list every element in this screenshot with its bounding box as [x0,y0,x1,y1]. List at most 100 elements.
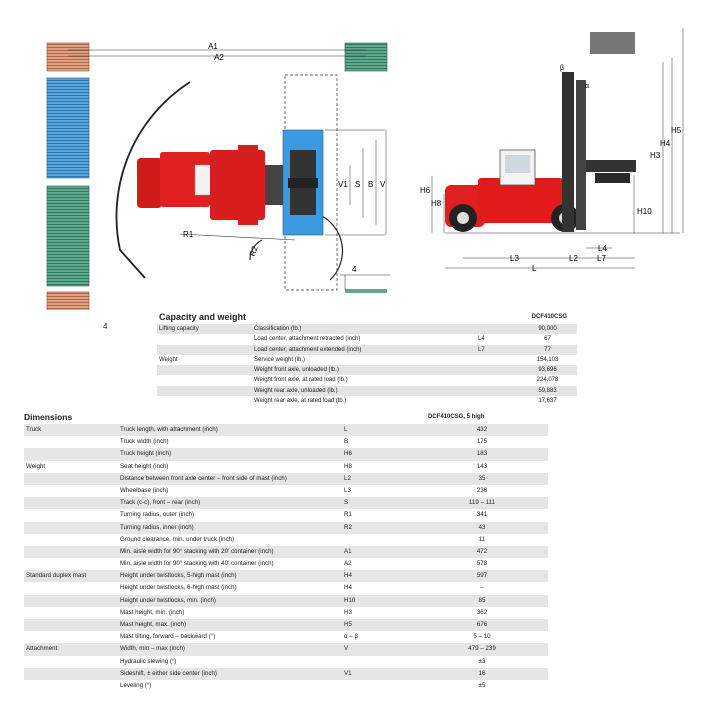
table-cell: 362 [476,608,488,616]
table-cell [24,534,120,546]
capacity-table: Capacity and weight DCF410CSG Lifting ca… [157,312,577,406]
table-cell: Weight [26,462,46,470]
label-b: B [368,180,373,189]
label-h10: H10 [637,207,652,216]
table-cell: 154,103 [536,356,559,363]
table-cell: Weight front axle, unloaded (lb.) [254,367,339,374]
table-cell: A1 [344,547,352,555]
table-cell-spacer [530,497,548,509]
table-cell: Mast height, min. (inch) [120,608,185,616]
table-cell-spacer [530,546,548,558]
table-cell: Mast height, max. (inch) [120,621,187,628]
table-cell: H4 [344,584,352,592]
table-cell [24,509,120,521]
table-cell: 143 [476,462,488,470]
table-cell: Attachment [26,645,58,653]
table-cell [24,582,120,594]
table-cell: V [344,645,349,653]
label-l: L [532,264,537,273]
label-r2: R2 [248,244,260,257]
container-bottom [345,289,387,293]
table-cell: 341 [476,511,488,519]
table-cell [478,386,518,396]
table-cell: V1 [344,669,352,677]
truck-side-view [445,32,636,232]
label-a1: A1 [208,42,218,51]
table-cell: 90,000 [538,326,557,332]
label-r1: R1 [183,230,194,239]
table-row: Ground clearance, min. under truck (inch… [24,534,548,546]
label-h6: H6 [420,186,431,195]
table-cell: ±5 [478,681,486,689]
table-cell: Min. aisle width for 90° stacking with 4… [120,560,274,568]
table-row: Load center, attachment retracted (inch)… [157,334,577,344]
table-row: Load center, attachment extended (inch)L… [157,344,577,355]
table-cell-spacer [530,680,548,692]
table-cell: H3 [344,608,352,616]
table-cell: Height under twistlocks, 6-high mast (in… [120,584,237,592]
table-cell [24,656,120,668]
table-cell [478,375,518,385]
dimensions-title: Dimensions [24,412,73,422]
table-cell [24,619,120,631]
table-cell [24,436,120,448]
table-cell [24,607,120,619]
table-row: Weight front axle, at rated load (lb.)22… [157,375,577,385]
label-h3: H3 [650,151,661,160]
table-cell [24,485,120,497]
table-cell-spacer [530,485,548,497]
table-cell: 175 [476,438,488,446]
table-row: Hydraulic slewing (°)±3 [24,656,548,668]
table-row: Weight rear axle, at rated load (lb.) 17,… [157,396,577,406]
table-cell: H6 [344,450,352,458]
table-cell: 676 [476,621,488,628]
table-cell: 472 [476,547,488,555]
table-cell [157,375,254,385]
table-cell [24,473,120,485]
table-cell: Mast tilting, forward – backward (°) [120,633,216,641]
table-cell: 35 [478,474,486,482]
table-cell-spacer [530,631,548,643]
table-cell [24,522,120,534]
label-l2: L2 [569,254,578,263]
table-cell [24,546,120,558]
table-cell: 236 [476,486,488,494]
table-cell-spacer [530,436,548,448]
table-cell: A2 [344,560,352,568]
table-cell: Truck width (inch) [120,438,169,446]
table-cell-spacer [530,473,548,485]
label-a2: A2 [214,53,224,62]
table-cell: Width, min – max (inch) [120,645,185,653]
table-cell-spacer [530,558,548,570]
table-cell: L [344,426,348,433]
table-cell-spacer [530,595,548,607]
table-cell: Weight rear axle, at rated load (lb.) [254,398,347,405]
table-cell: Truck length, with attachment (inch) [120,426,218,433]
table-cell: Load center, attachment retracted (inch) [254,336,361,343]
table-cell: 59,883 [538,387,557,394]
table-cell [478,355,518,365]
table-row: Weight rear axle, unloaded (lb.)59,883 [157,385,577,397]
table-cell: 183 [476,450,488,458]
table-cell: Standard duplex mast [26,572,87,580]
table-cell: 93,696 [538,367,557,374]
table-cell [157,334,254,344]
dimensions-model: DCF410CSG, 5 high [428,414,485,420]
table-cell [344,656,434,668]
table-cell: Seat height (inch) [120,462,169,470]
table-cell: 17,637 [538,398,557,405]
table-cell: Sideshift, ± either side center (inch) [120,669,217,677]
table-row: Min. aisle width for 90° stacking with 2… [24,545,548,559]
label-h5: H5 [671,126,682,135]
label-v1: V1 [338,180,348,189]
table-cell: H8 [344,462,352,470]
table-cell: Hydraulic slewing (°) [120,657,177,665]
table-cell: 16 [478,669,486,677]
table-cell: Service weight (lb.) [254,356,306,363]
